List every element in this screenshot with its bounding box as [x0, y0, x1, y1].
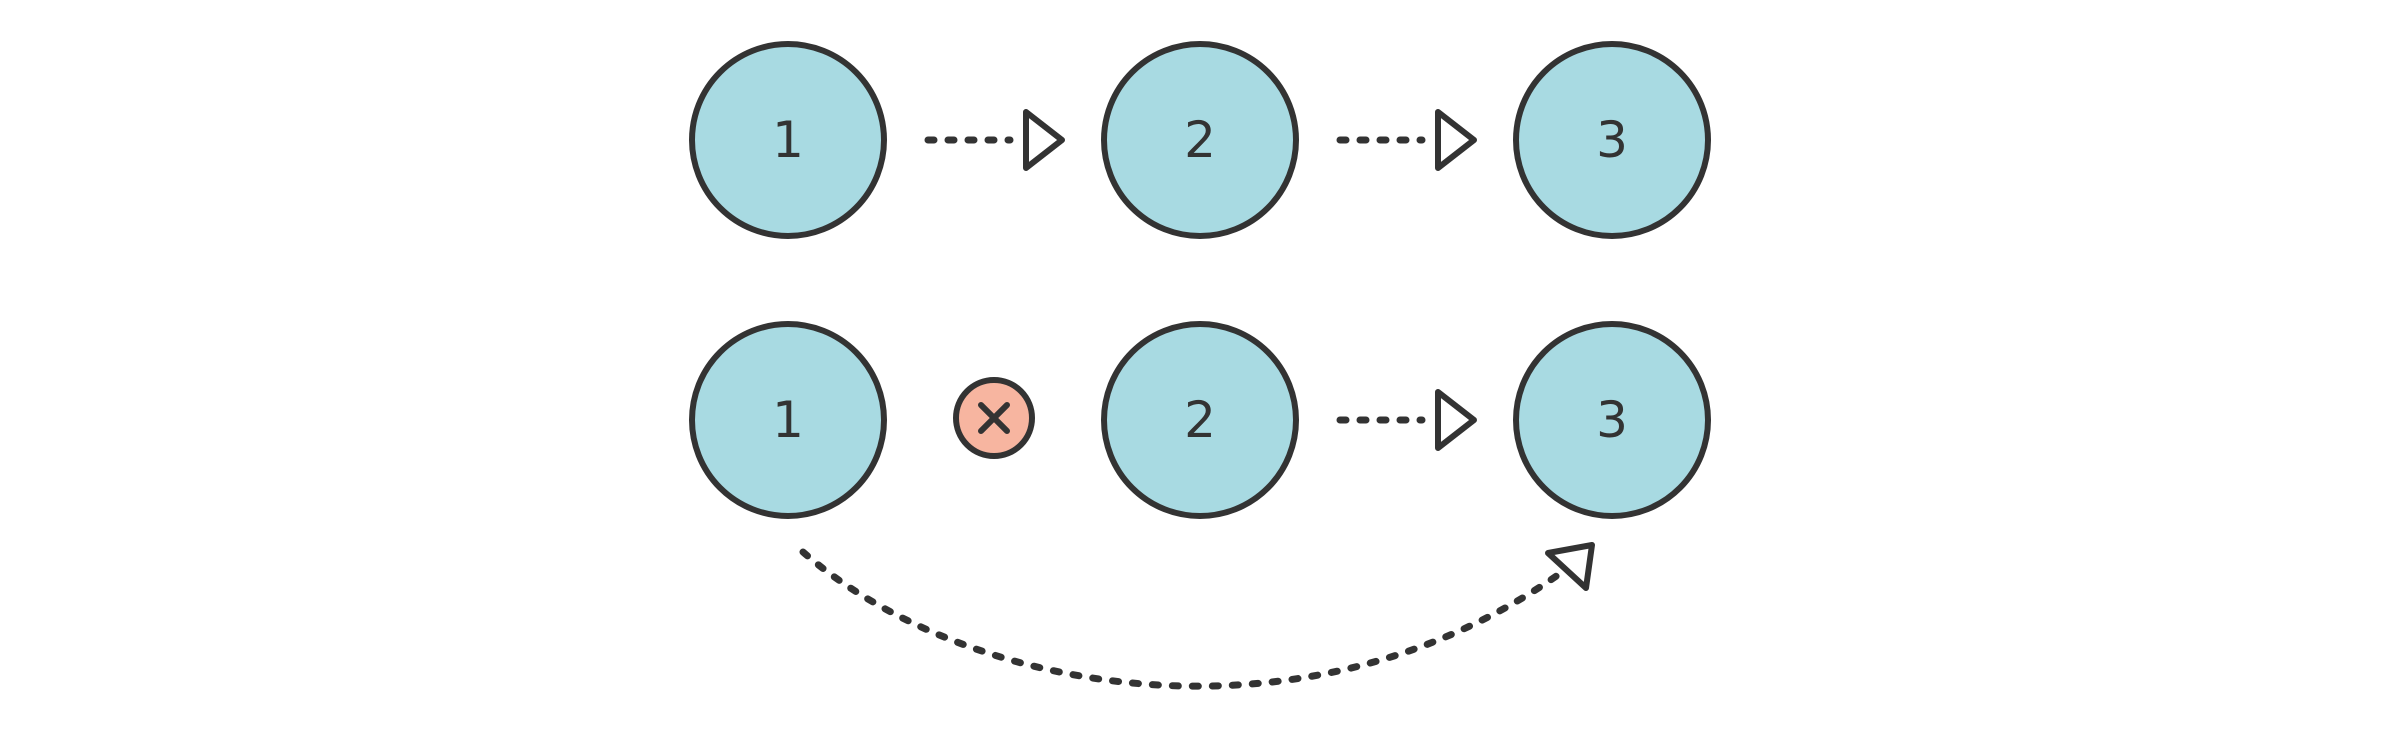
node-circle: [689, 41, 887, 239]
row-1: 1 2 3: [689, 41, 1711, 239]
arrowhead-icon: [1435, 109, 1477, 171]
row-1-link-1-2: [924, 109, 1065, 171]
row-1-node-1: 1: [689, 41, 887, 239]
node-label: 3: [1596, 391, 1628, 449]
x-icon: [978, 402, 1010, 434]
node-label: 2: [1184, 111, 1216, 169]
curved-dotted-connector: [799, 548, 1569, 690]
node-label: 3: [1596, 111, 1628, 169]
row-2-node-3: 3: [1513, 321, 1711, 519]
row-2-blocked-link-1-2: [953, 377, 1035, 459]
row-1-link-2-3: [1336, 109, 1477, 171]
arrowhead-icon: [1545, 542, 1595, 591]
arrowhead-icon: [1435, 389, 1477, 451]
row-2-curved-link-1-3: [799, 542, 1595, 690]
row-2-node-2: 2: [1101, 321, 1299, 519]
row-1-node-3: 3: [1513, 41, 1711, 239]
row-2-link-2-3: [1336, 389, 1477, 451]
row-2-node-1: 1: [689, 321, 887, 519]
row-1-node-2: 2: [1101, 41, 1299, 239]
node-circle: [1101, 41, 1299, 239]
node-circle: [689, 321, 887, 519]
node-label: 1: [772, 111, 804, 169]
node-circle: [1513, 41, 1711, 239]
arrowhead-icon: [1023, 109, 1065, 171]
node-circle: [1101, 321, 1299, 519]
node-label: 2: [1184, 391, 1216, 449]
row-2: 1 2 3: [689, 321, 1711, 690]
node-circle: [1513, 321, 1711, 519]
node-label: 1: [772, 391, 804, 449]
